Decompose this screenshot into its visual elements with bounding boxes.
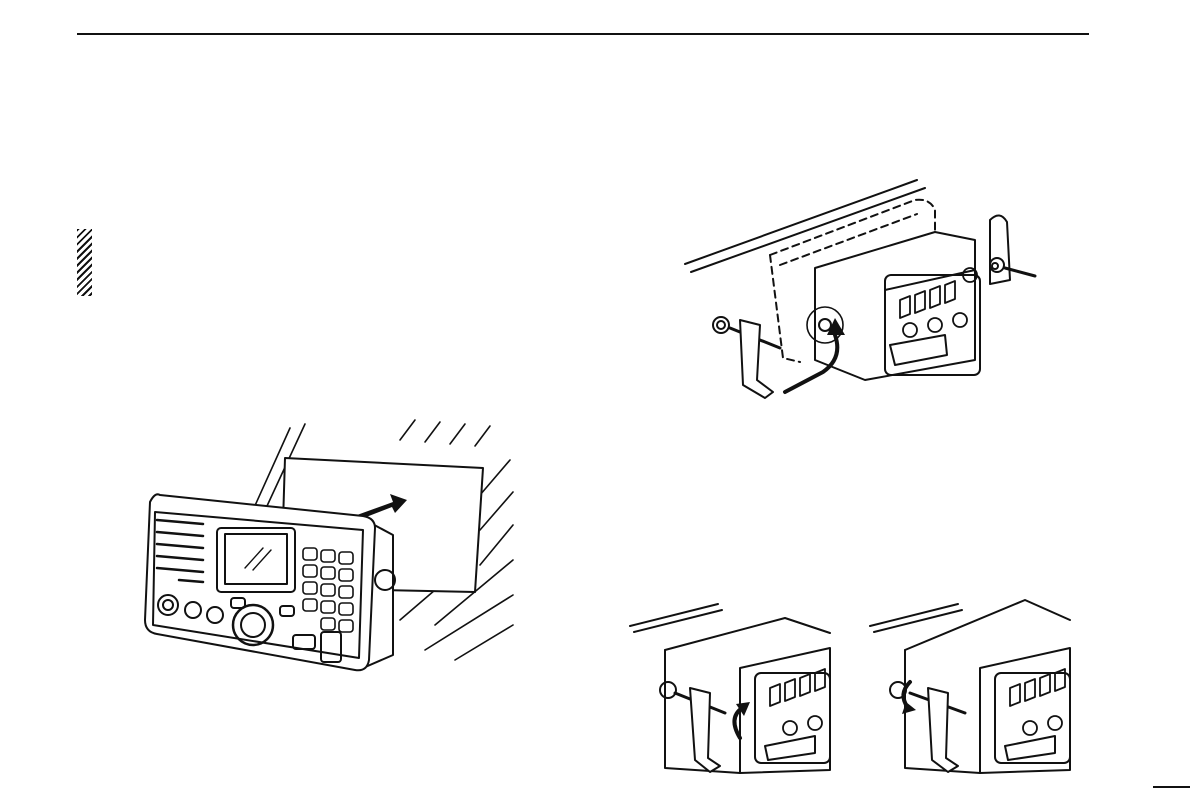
page-edge-tab — [1153, 786, 1190, 788]
bracket-bolt-tighten-illustration — [630, 598, 835, 773]
caution-hatch-mark — [77, 229, 92, 296]
bracket-installation-illustration — [685, 180, 1045, 405]
bracket-nut-tighten-illustration — [870, 598, 1075, 773]
front-panel-mounting-illustration — [135, 420, 520, 680]
header-rule — [77, 33, 1089, 35]
